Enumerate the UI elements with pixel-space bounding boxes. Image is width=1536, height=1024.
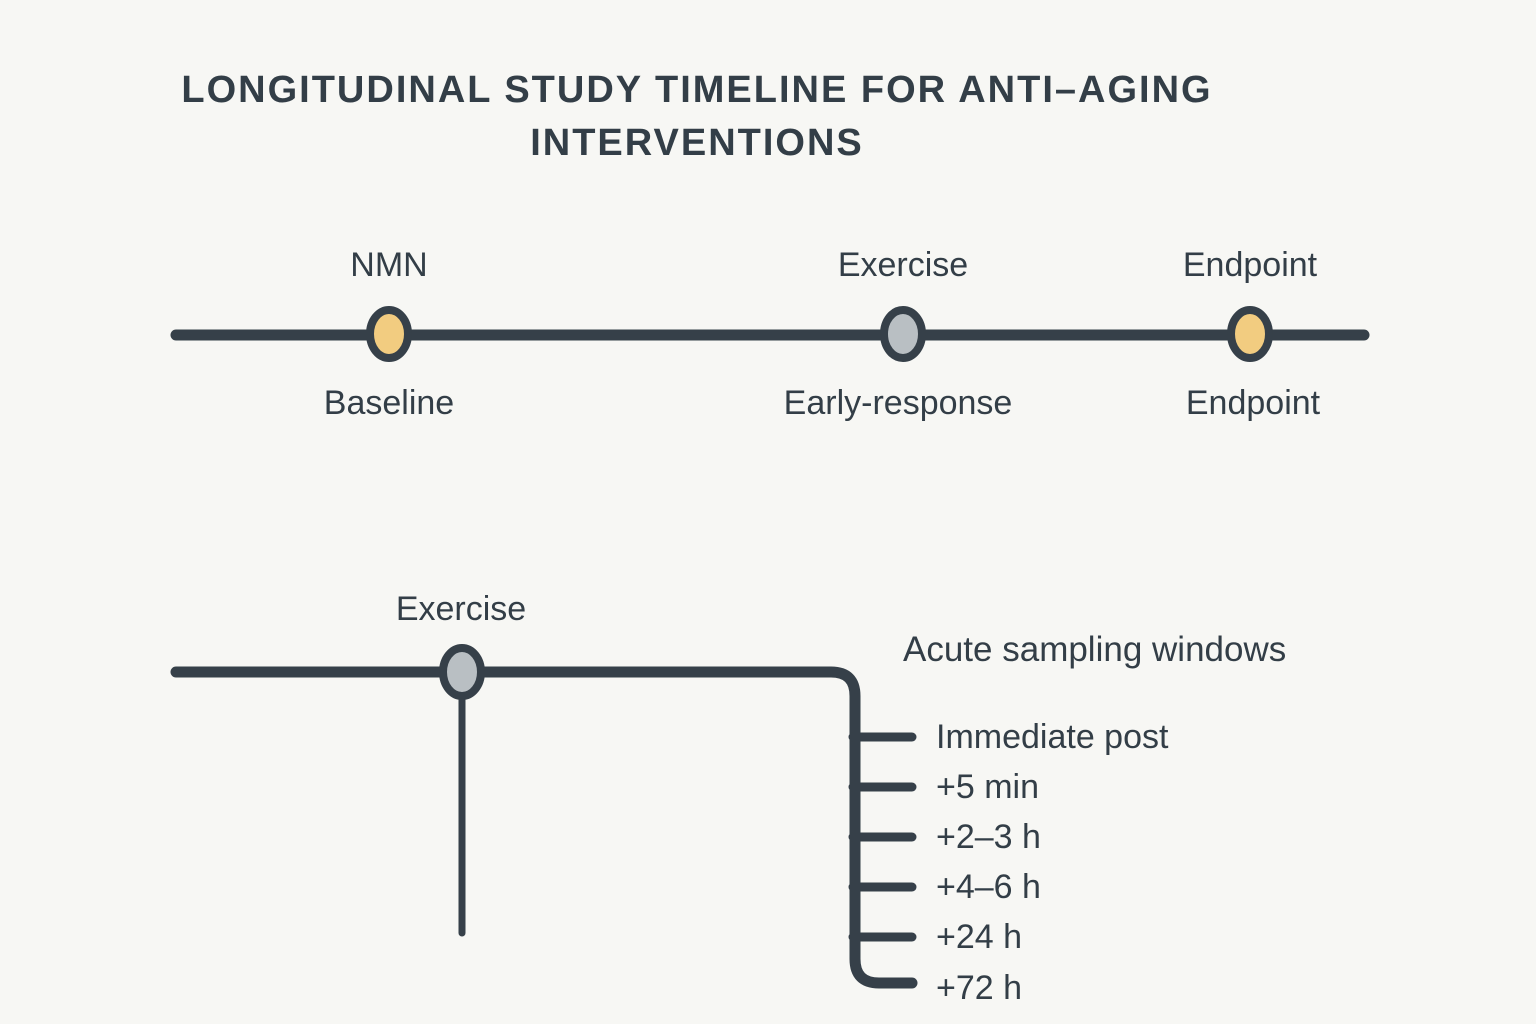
- page-title-line-1: LONGITUDINAL STUDY TIMELINE FOR ANTI–AGI…: [181, 69, 1213, 111]
- sampling-window-label: +5 min: [936, 768, 1039, 806]
- event-bottom-label: Early-response: [783, 384, 1013, 422]
- event-bottom-label: Baseline: [323, 384, 455, 422]
- event-top-label: Exercise: [837, 246, 969, 284]
- page-title-line-2: INTERVENTIONS: [530, 122, 864, 164]
- sampling-window-label: +4–6 h: [936, 868, 1041, 906]
- event-top-label: Endpoint: [1182, 246, 1318, 284]
- event-top-label: NMN: [350, 246, 428, 284]
- acute-event-label: Exercise: [395, 590, 527, 628]
- page-title: LONGITUDINAL STUDY TIMELINE FOR ANTI–AGI…: [0, 64, 1394, 170]
- sampling-window-label: Immediate post: [936, 718, 1169, 756]
- node-nmn: [366, 306, 412, 362]
- event-bottom-label: Endpoint: [1185, 384, 1321, 422]
- sampling-window-label: +24 h: [936, 918, 1023, 956]
- node-exercise-acute: [439, 644, 485, 700]
- sampling-window-label: +2–3 h: [936, 818, 1041, 856]
- acute-timeline-bracket: [170, 666, 918, 989]
- node-exercise: [880, 306, 926, 362]
- acute-sampling-heading: Acute sampling windows: [903, 630, 1287, 669]
- sampling-window-label: +72 h: [936, 969, 1023, 1007]
- node-endpoint: [1227, 306, 1273, 362]
